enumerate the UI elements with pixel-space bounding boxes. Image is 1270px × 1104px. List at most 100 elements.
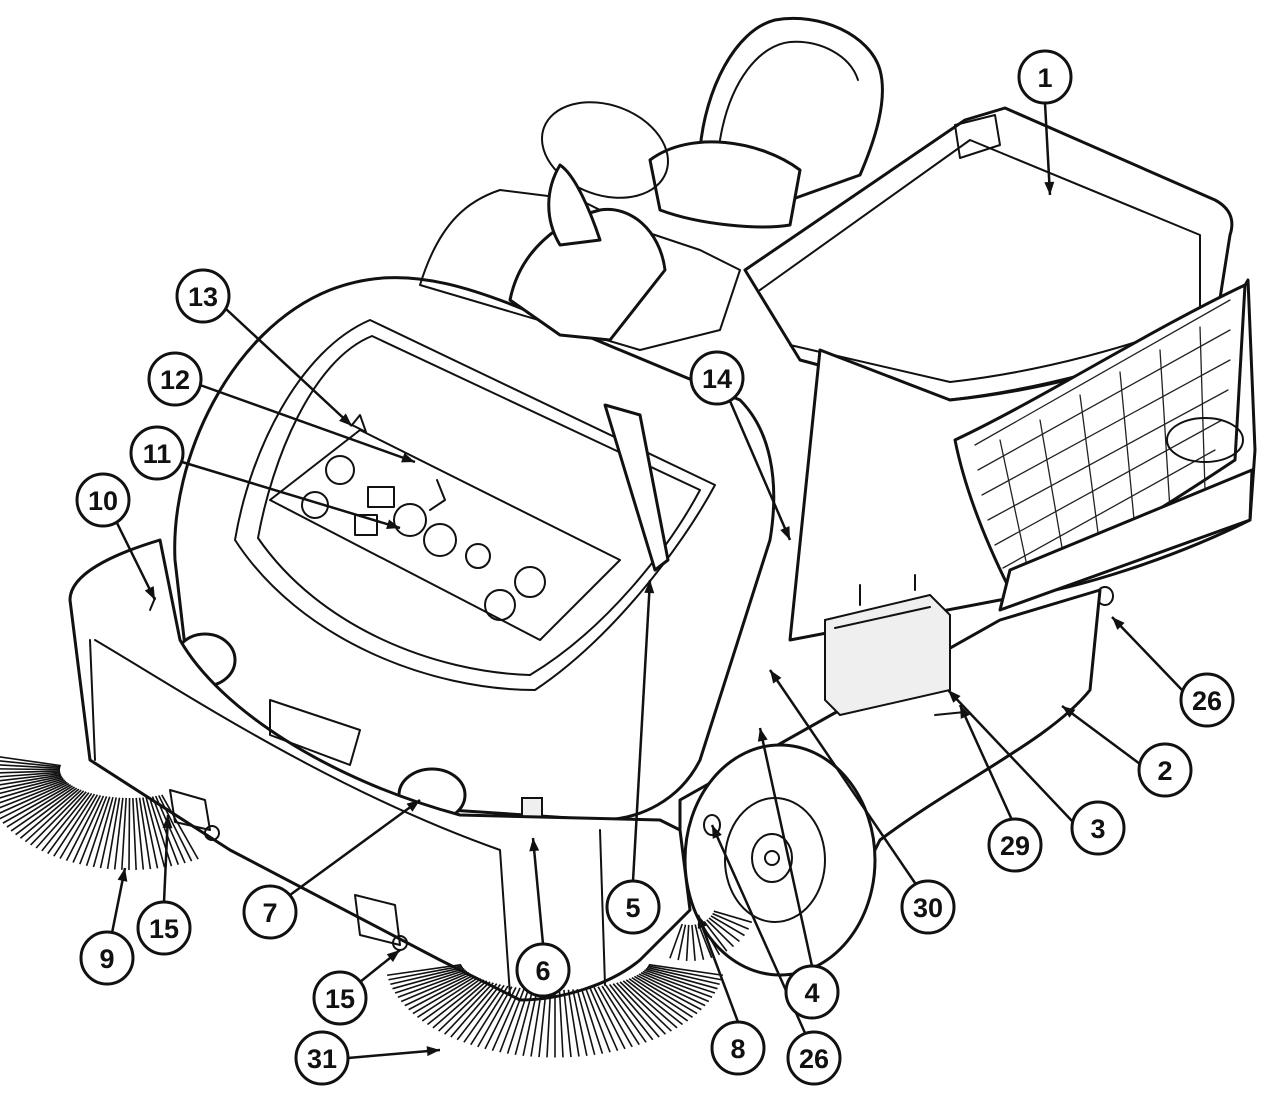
leader-line	[1061, 704, 1141, 766]
broom-bristle	[563, 989, 572, 1058]
leader-arrowhead	[144, 586, 155, 600]
broom-bristle	[0, 760, 61, 768]
broom-bristle	[99, 797, 118, 869]
steering-wheel	[541, 101, 669, 247]
leader-line	[115, 522, 157, 601]
leader-line	[958, 704, 1014, 821]
broom-bristle	[685, 924, 690, 961]
leader-arrowhead	[117, 868, 128, 882]
broom-bristle	[0, 768, 61, 771]
callout-label: 1	[1037, 63, 1052, 93]
rear-wheel	[683, 743, 877, 977]
broom-bristle	[477, 986, 513, 1048]
broom-bristle	[622, 980, 678, 1029]
broom-bristle	[585, 988, 611, 1053]
broom-bristle	[426, 979, 485, 1026]
broom-bristle	[691, 924, 696, 961]
broom-bristle	[612, 983, 660, 1038]
rear-body	[788, 278, 1257, 642]
broom-bristle	[72, 795, 105, 863]
broom-bristle	[24, 789, 82, 843]
broom-bristle	[506, 988, 530, 1054]
leader-line	[947, 689, 1073, 822]
leader-line	[225, 308, 353, 427]
broom-bristle	[677, 924, 687, 961]
broom-bristle	[397, 970, 468, 999]
broom-bristle	[6, 785, 73, 828]
callout-label: 2	[1157, 756, 1172, 786]
callout-12: 12	[147, 351, 203, 407]
callout-8: 8	[710, 1020, 766, 1076]
broom-bristle	[589, 987, 619, 1051]
broom-bristle	[580, 988, 604, 1054]
broom-bristle	[0, 783, 70, 820]
broom-bristle	[636, 974, 702, 1011]
callout-label: 11	[143, 439, 172, 469]
callout-4: 4	[784, 964, 840, 1020]
broom-bristle	[10, 786, 75, 832]
broom-bristle	[558, 989, 564, 1058]
leader-arrowhead	[426, 1046, 440, 1057]
leader-arrowhead	[697, 915, 708, 929]
engine-grille	[974, 299, 1231, 581]
broom-bristle	[113, 797, 124, 870]
broom-bristle	[616, 982, 666, 1035]
broom-bristle	[646, 966, 720, 986]
broom-bristle	[145, 797, 166, 868]
broom-bristle	[388, 965, 463, 981]
leader-arrowhead	[1112, 617, 1125, 630]
leader-line	[181, 460, 401, 530]
broom-bristle	[0, 781, 68, 814]
broom-bristle	[638, 973, 706, 1007]
leader-arrowhead	[386, 519, 400, 530]
callout-label: 13	[188, 282, 218, 312]
broom-bristle	[35, 791, 87, 849]
leader-arrowhead	[401, 452, 415, 463]
callout-7: 7	[242, 884, 298, 940]
leader-arrowhead	[1062, 706, 1076, 718]
leader-line	[347, 1048, 441, 1060]
broom-bristle	[572, 989, 588, 1056]
broom-bristle	[484, 986, 517, 1050]
broom-bristle	[92, 796, 114, 868]
broom-bristle	[700, 922, 721, 956]
broom-bristle	[530, 989, 543, 1057]
callout-label: 6	[535, 956, 550, 986]
broom-bristle	[404, 973, 472, 1007]
callout-label: 3	[1090, 814, 1105, 844]
broom-bristle	[625, 979, 684, 1026]
battery	[824, 593, 951, 717]
broom-bristle	[0, 775, 62, 790]
callout-label: 29	[1000, 831, 1030, 861]
callout-label: 9	[99, 944, 114, 974]
broom-bristle	[647, 965, 722, 981]
hood-prop-rod	[603, 403, 670, 572]
broom-bristle	[444, 982, 494, 1035]
broom-bristle	[386, 963, 462, 977]
leader-arrowhead	[780, 526, 790, 540]
broom-bristle	[522, 989, 538, 1056]
callout-5: 5	[605, 879, 661, 935]
callout-3: 3	[1070, 800, 1126, 856]
callout-29: 29	[987, 817, 1043, 873]
broom-bristle	[576, 988, 596, 1056]
broom-bristle	[470, 985, 509, 1046]
leader-arrowhead	[1044, 181, 1055, 195]
callout-30: 30	[900, 879, 956, 935]
ignition-key	[429, 479, 446, 511]
leader-arrowhead	[757, 728, 768, 742]
leader-arrowhead	[770, 670, 782, 684]
broom-bristle	[631, 976, 693, 1018]
leader-line	[631, 579, 652, 882]
callout-2: 2	[1137, 742, 1193, 798]
broom-bristle	[0, 780, 67, 809]
leader-line	[768, 669, 917, 884]
broom-bristle	[151, 796, 180, 865]
broom-bristle	[713, 910, 753, 924]
broom-bristle	[697, 923, 713, 959]
broom-bristle	[628, 978, 689, 1022]
broom-bristle	[394, 969, 466, 994]
broom-bristle	[421, 978, 482, 1022]
broom-bristle	[706, 919, 735, 948]
callout-13: 13	[175, 268, 231, 324]
